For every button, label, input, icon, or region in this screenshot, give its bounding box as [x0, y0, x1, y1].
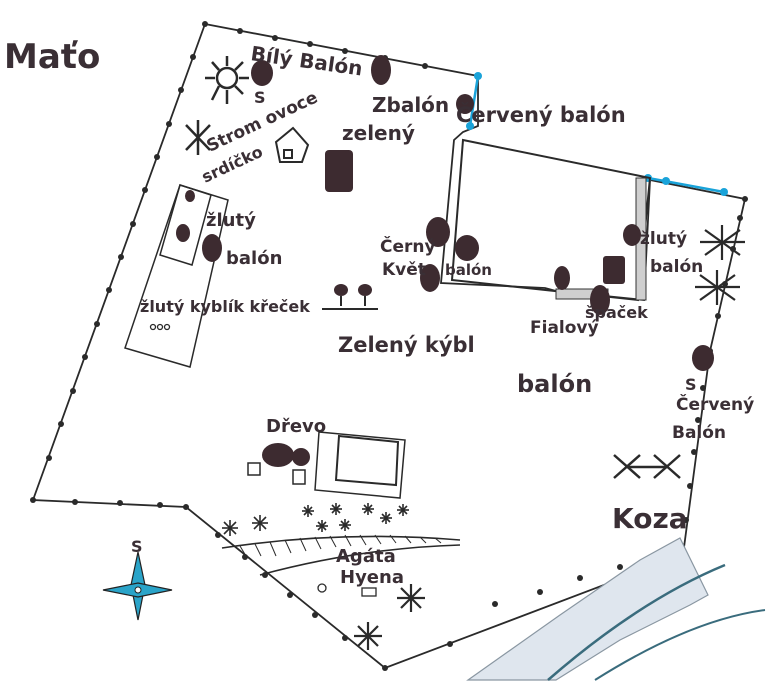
balloon-red-right-marker: [692, 345, 714, 371]
cage-icon: [149, 323, 171, 331]
goat-icon: [613, 454, 681, 479]
label-spacek: špaček: [585, 303, 648, 322]
label-agata-1: Agáta: [336, 546, 396, 567]
svg-text:S: S: [254, 88, 266, 107]
svg-text:balón: balón: [445, 261, 492, 279]
flower-bed-icon: [222, 503, 409, 536]
compass-label: S: [131, 537, 143, 556]
label-fialovy-1: Fialový: [530, 318, 599, 338]
bush-icon-right: [695, 225, 745, 305]
dark-box-marker: [325, 150, 353, 192]
bush-icon-bottom: [354, 584, 425, 650]
small-box-2: [292, 469, 306, 485]
author-name: Maťo: [4, 37, 100, 77]
label-cerveny-balon-top: Červený balón: [456, 102, 626, 127]
label-zluty-balon-right-1: žlutý: [640, 229, 687, 249]
river: [466, 537, 766, 681]
small-box-1: [247, 462, 261, 476]
balloon-red-top-marker: [456, 94, 474, 114]
balloon-green-marker: [371, 55, 391, 85]
label-zeleny-balon-2: zelený: [342, 121, 415, 145]
balloon-white-marker: [251, 60, 273, 86]
label-zeleny-balon-1: Zbalón: [372, 93, 449, 117]
green-bucket-icon: [322, 284, 378, 310]
label-cerny-kveten-1: Černý: [380, 235, 436, 257]
garage-outer: [314, 431, 406, 499]
fence-posts: [30, 21, 748, 671]
label-zluty-balon-left-2: balón: [226, 248, 282, 269]
doghouse-icon: [274, 126, 310, 163]
hill-hatch: [239, 534, 442, 557]
label-cerveny-balon-right-1: Červený: [676, 393, 754, 415]
wood-marker: [262, 443, 294, 467]
label-agata-2: Hyena: [340, 567, 404, 588]
hill-edge: [221, 535, 461, 549]
label-zeleny-kybl: Zelený kýbl: [338, 333, 475, 357]
shed-large: [124, 184, 229, 368]
label-drevo: Dřevo: [266, 416, 326, 437]
garage-inner: [334, 434, 400, 487]
label-cerveny-balon-right-2: Balón: [672, 423, 726, 443]
label-zluty-kyblik-krecek: žlutý kyblík křeček: [140, 297, 310, 316]
label-fialovy-2: balón: [517, 370, 592, 398]
compass-icon: [102, 551, 173, 621]
label-zluty-balon-left-1: žlutý: [206, 210, 256, 231]
black-flower-marker: [420, 264, 440, 292]
gate-top: [466, 72, 482, 130]
label-cerny-kveten-2: Květ: [382, 260, 426, 280]
svg-text:S: S: [685, 375, 697, 394]
label-koza: Koza: [612, 502, 688, 535]
label-zluty-balon-right-2: balón: [650, 257, 703, 277]
fruit-tree-icon: [185, 120, 211, 155]
sun-icon: [205, 56, 249, 104]
balloon-yellow-left-marker: [202, 234, 222, 262]
